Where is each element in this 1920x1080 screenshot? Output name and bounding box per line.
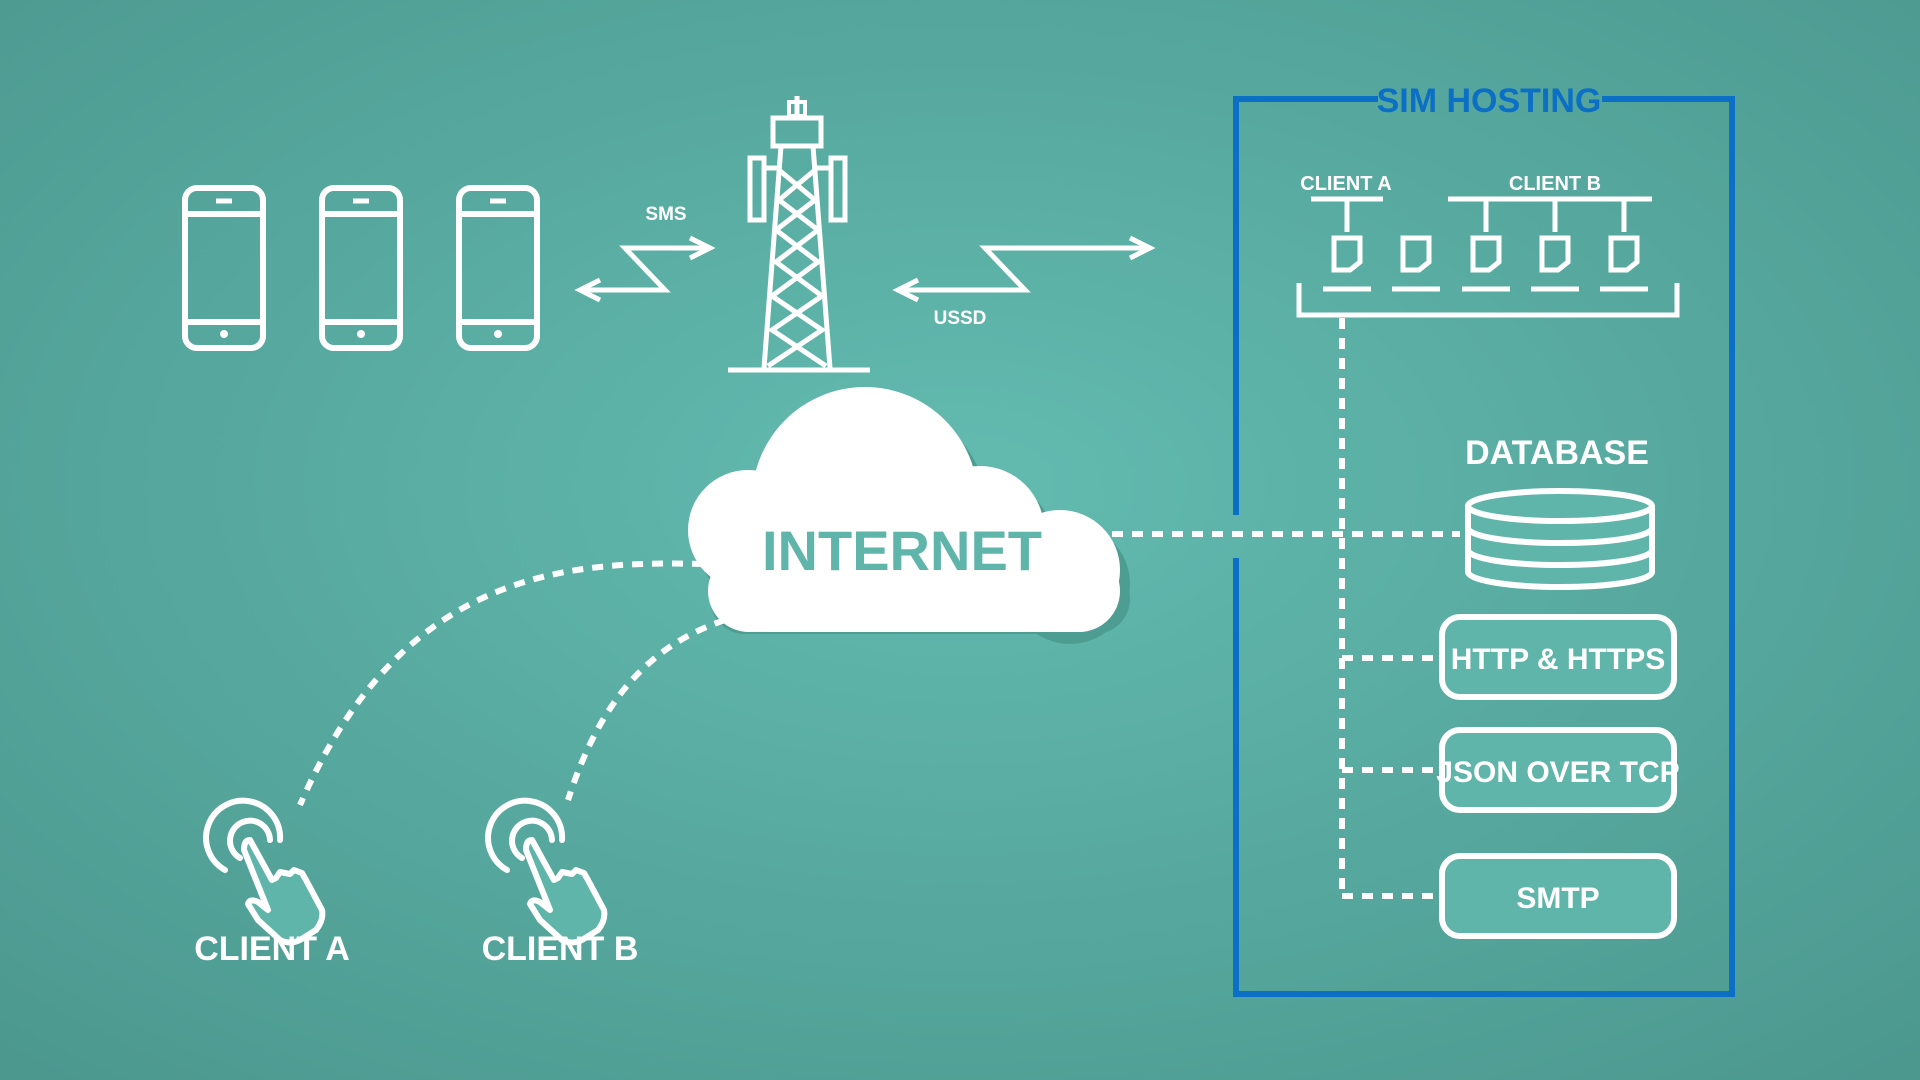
protocol-smtp: SMTP [1439, 853, 1677, 939]
rack-client-a-label: CLIENT A [1300, 173, 1391, 195]
sim-rack [1296, 196, 1680, 318]
touch-hand-icon [203, 797, 326, 946]
touch-hand-icon [485, 797, 608, 946]
client-links [297, 560, 726, 807]
sim-hosting-box [1233, 96, 1735, 997]
sms-arrow [574, 235, 716, 303]
client-b-label: CLIENT B [482, 930, 639, 968]
sim-hosting-title: SIM HOSTING [1377, 82, 1602, 120]
internet-label: INTERNET [762, 519, 1042, 582]
sim-cards [1323, 235, 1648, 292]
rack-client-b-label: CLIENT B [1509, 173, 1601, 195]
smartphones-group [182, 185, 540, 351]
smartphone-icon [456, 185, 540, 351]
cell-tower-icon [728, 96, 870, 373]
database-icon [1465, 488, 1655, 590]
cloud-icon [688, 387, 1130, 644]
ussd-label: USSD [934, 308, 987, 329]
database-label: DATABASE [1465, 434, 1649, 472]
protocol-json-label: JSON OVER TCP [1436, 756, 1679, 789]
client-a-label: CLIENT A [194, 930, 350, 968]
sim-card-icon [1323, 235, 1371, 292]
sms-label: SMS [645, 204, 686, 225]
protocol-http-https: HTTP & HTTPS [1439, 614, 1677, 700]
ussd-arrow [892, 235, 1156, 303]
sim-card-icon [1392, 235, 1440, 292]
protocol-json-over-tcp: JSON OVER TCP [1436, 727, 1680, 813]
smartphone-icon [182, 185, 266, 351]
sim-card-icon [1600, 235, 1648, 292]
protocol-smtp-label: SMTP [1516, 882, 1599, 915]
smartphone-icon [319, 185, 403, 351]
internal-links [1112, 318, 1460, 899]
sim-card-icon [1462, 235, 1510, 292]
sim-card-icon [1531, 235, 1579, 292]
protocol-http-label: HTTP & HTTPS [1451, 643, 1665, 676]
